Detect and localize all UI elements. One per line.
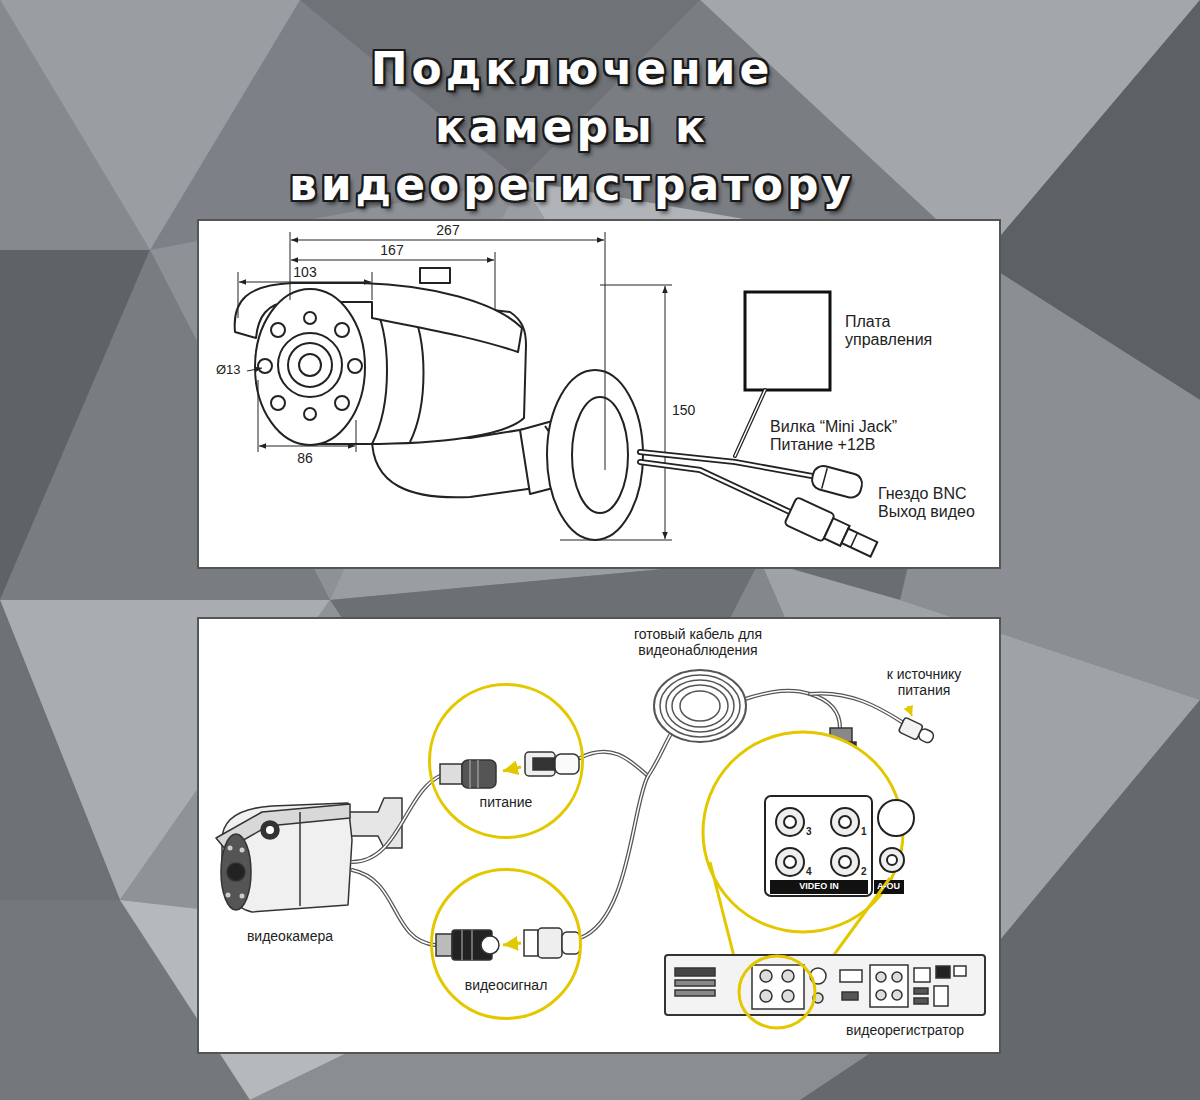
callout-circle: видеосигнал <box>430 868 582 1020</box>
bottom-panel <box>198 618 1000 1053</box>
wires <box>352 691 902 945</box>
callout-label: к источнику питания <box>872 666 976 698</box>
dimension: 86 <box>297 450 313 466</box>
callout-circle: питание <box>428 683 584 839</box>
port-group-label: VIDEO IN <box>799 881 839 891</box>
dimension: 103 <box>293 264 316 280</box>
port-number: 3 <box>806 826 812 838</box>
callout-label: готовый кабель для видеонаблюдения <box>615 626 781 658</box>
plugs <box>436 752 580 960</box>
dimension: 167 <box>380 242 403 258</box>
top-panel <box>198 220 1000 568</box>
port-group-label: A-OU <box>877 881 900 891</box>
part-label: Гнездо BNC Выход видео <box>878 485 996 522</box>
dimension: 267 <box>436 222 459 238</box>
dimension: Ø13 <box>216 363 241 378</box>
callout-text: видеосигнал <box>462 977 551 993</box>
part-label: видеорегистратор <box>846 1022 964 1038</box>
camera-drawing <box>235 268 643 540</box>
part-label: Плата управления <box>845 313 967 350</box>
port-number: 2 <box>861 866 867 878</box>
cable-coil <box>654 670 746 742</box>
page-title: Подключение камеры к видеорегистратору <box>257 40 887 214</box>
port-number: 4 <box>806 866 812 878</box>
dimension: 150 <box>672 402 695 418</box>
dimension-lines <box>238 232 672 540</box>
dvr-illustration <box>665 955 985 1028</box>
callout-text: питание <box>477 794 536 810</box>
port-number: 1 <box>861 826 867 838</box>
part-label: Вилка “Mini Jack” Питание +12В <box>770 418 922 455</box>
zoomed-panel <box>703 732 914 988</box>
part-label: видеокамера <box>247 928 333 944</box>
